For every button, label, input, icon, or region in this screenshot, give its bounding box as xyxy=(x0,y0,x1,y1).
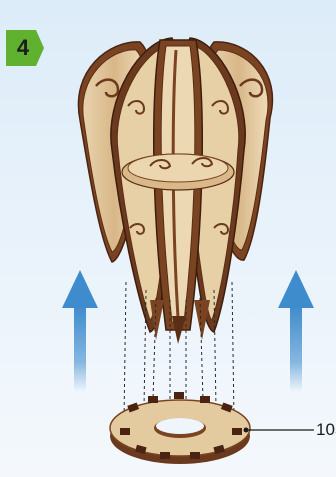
wooden-bulb-model xyxy=(78,38,272,344)
base-ring-part xyxy=(110,392,250,464)
up-arrow-icon xyxy=(62,270,98,392)
leader-line-icon xyxy=(244,428,315,433)
part-number-label: 105 xyxy=(316,420,336,440)
up-arrow-icon xyxy=(278,270,314,392)
